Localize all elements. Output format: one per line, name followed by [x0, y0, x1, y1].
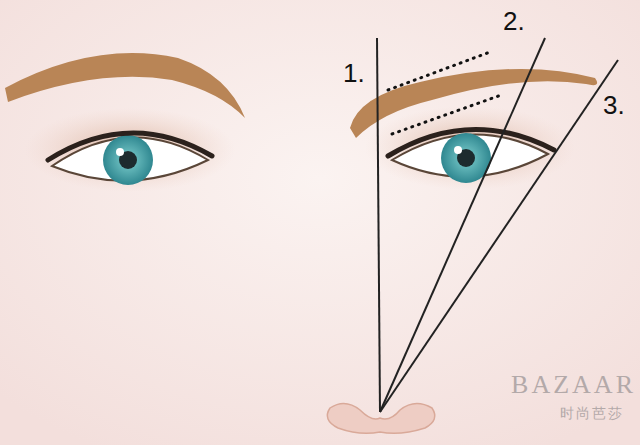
watermark: BAZAAR — [511, 372, 636, 398]
eyeshadow — [365, 106, 575, 190]
watermark: 时尚芭莎 — [560, 406, 624, 420]
eyebrow — [5, 53, 245, 118]
eyelash — [388, 129, 554, 156]
guide-line — [380, 38, 545, 412]
callout-number: 2. — [503, 8, 525, 34]
highlight — [116, 148, 124, 156]
callout-number: 3. — [603, 92, 625, 118]
guide-line — [380, 60, 618, 412]
eyelash — [48, 133, 212, 160]
iris — [103, 135, 153, 185]
highlight — [454, 146, 462, 154]
eyeshadow — [25, 108, 235, 192]
guide-line — [377, 38, 380, 412]
dotted-guide — [388, 52, 490, 90]
dotted-guide — [392, 94, 504, 134]
callout-number: 1. — [343, 60, 365, 86]
